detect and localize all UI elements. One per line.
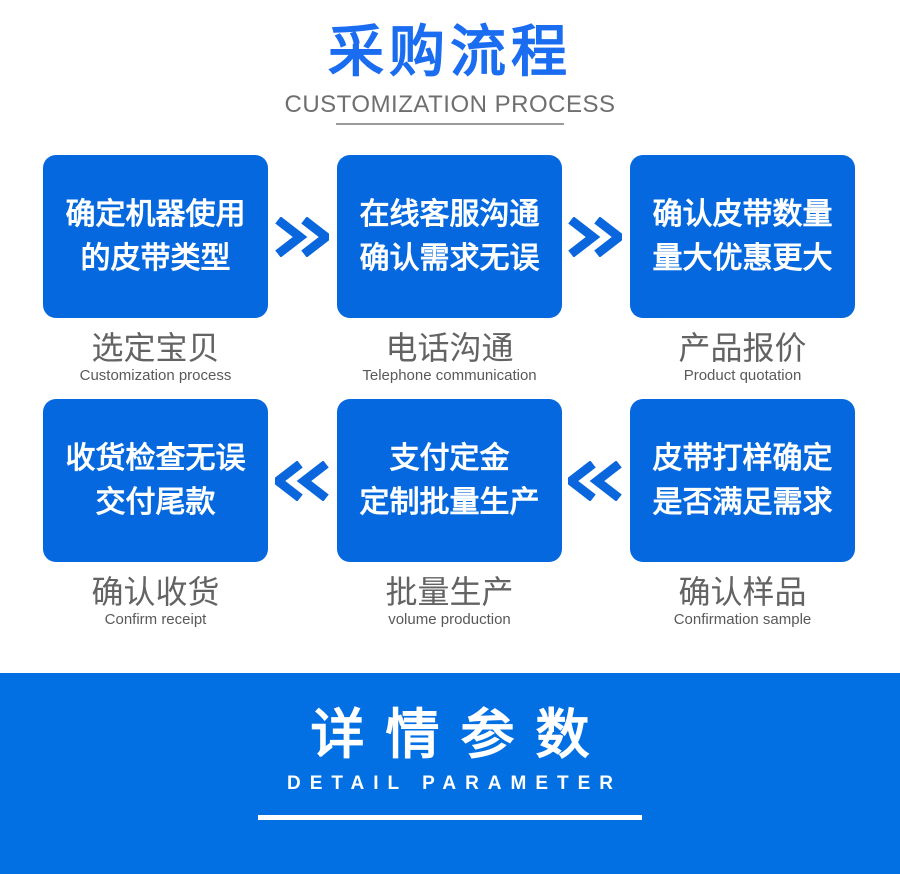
double-chevron-left-icon xyxy=(275,461,329,501)
step-label: 确认收货 xyxy=(91,574,220,610)
page-title: 采购流程 xyxy=(328,20,572,83)
double-chevron-left-icon xyxy=(568,461,622,501)
step-box-line2: 是否满足需求 xyxy=(652,485,833,519)
step-box-line2: 交付尾款 xyxy=(95,485,216,519)
step-box: 在线客服沟通 确认需求无误 xyxy=(337,155,562,318)
step-sublabel: Confirm receipt xyxy=(104,611,207,628)
step-sublabel: Confirmation sample xyxy=(673,611,812,628)
banner-title: 详情参数 xyxy=(310,705,611,765)
page-subtitle: CUSTOMIZATION PROCESS xyxy=(284,91,616,118)
step-box: 皮带打样确定 是否满足需求 xyxy=(630,399,855,562)
flow-step-confirm-sample: 皮带打样确定 是否满足需求 确认样品 Confirmation sample xyxy=(630,399,855,628)
flow-step-phone-communication: 在线客服沟通 确认需求无误 电话沟通 Telephone communicati… xyxy=(337,155,562,384)
step-label: 批量生产 xyxy=(385,574,514,610)
step-sublabel: Customization process xyxy=(79,367,232,384)
step-sublabel: Product quotation xyxy=(683,367,802,384)
step-box-line1: 支付定金 xyxy=(389,441,510,475)
step-label: 确认样品 xyxy=(678,574,807,610)
step-box: 确定机器使用 的皮带类型 xyxy=(43,155,268,318)
detail-parameter-banner: 详情参数 DETAIL PARAMETER xyxy=(0,673,900,874)
step-box: 确认皮带数量 量大优惠更大 xyxy=(630,155,855,318)
step-label: 产品报价 xyxy=(678,330,807,366)
step-box-line2: 量大优惠更大 xyxy=(652,241,833,275)
step-label: 电话沟通 xyxy=(385,330,514,366)
header-divider xyxy=(336,123,564,125)
step-box-line2: 确认需求无误 xyxy=(359,241,540,275)
step-sublabel: volume production xyxy=(388,611,511,628)
double-chevron-right-icon xyxy=(568,217,622,257)
flow-step-confirm-receipt: 收货检查无误 交付尾款 确认收货 Confirm receipt xyxy=(43,399,268,628)
step-label: 选定宝贝 xyxy=(91,330,220,366)
banner-subtitle: DETAIL PARAMETER xyxy=(286,773,623,794)
process-section-header: 采购流程 CUSTOMIZATION PROCESS xyxy=(0,0,900,125)
step-box-line1: 确定机器使用 xyxy=(65,197,246,231)
step-box-line1: 在线客服沟通 xyxy=(359,197,540,231)
flow-step-select-item: 确定机器使用 的皮带类型 选定宝贝 Customization process xyxy=(43,155,268,384)
step-box-line2: 定制批量生产 xyxy=(359,485,540,519)
flow-step-volume-production: 支付定金 定制批量生产 批量生产 volume production xyxy=(337,399,562,628)
step-box-line1: 皮带打样确定 xyxy=(652,441,833,475)
step-box-line2: 的皮带类型 xyxy=(80,241,231,275)
step-box-line1: 收货检查无误 xyxy=(65,441,246,475)
double-chevron-right-icon xyxy=(275,217,329,257)
step-box: 收货检查无误 交付尾款 xyxy=(43,399,268,562)
step-box: 支付定金 定制批量生产 xyxy=(337,399,562,562)
flow-step-product-quotation: 确认皮带数量 量大优惠更大 产品报价 Product quotation xyxy=(630,155,855,384)
banner-divider xyxy=(258,815,642,820)
step-sublabel: Telephone communication xyxy=(362,367,537,384)
step-box-line1: 确认皮带数量 xyxy=(652,197,833,231)
